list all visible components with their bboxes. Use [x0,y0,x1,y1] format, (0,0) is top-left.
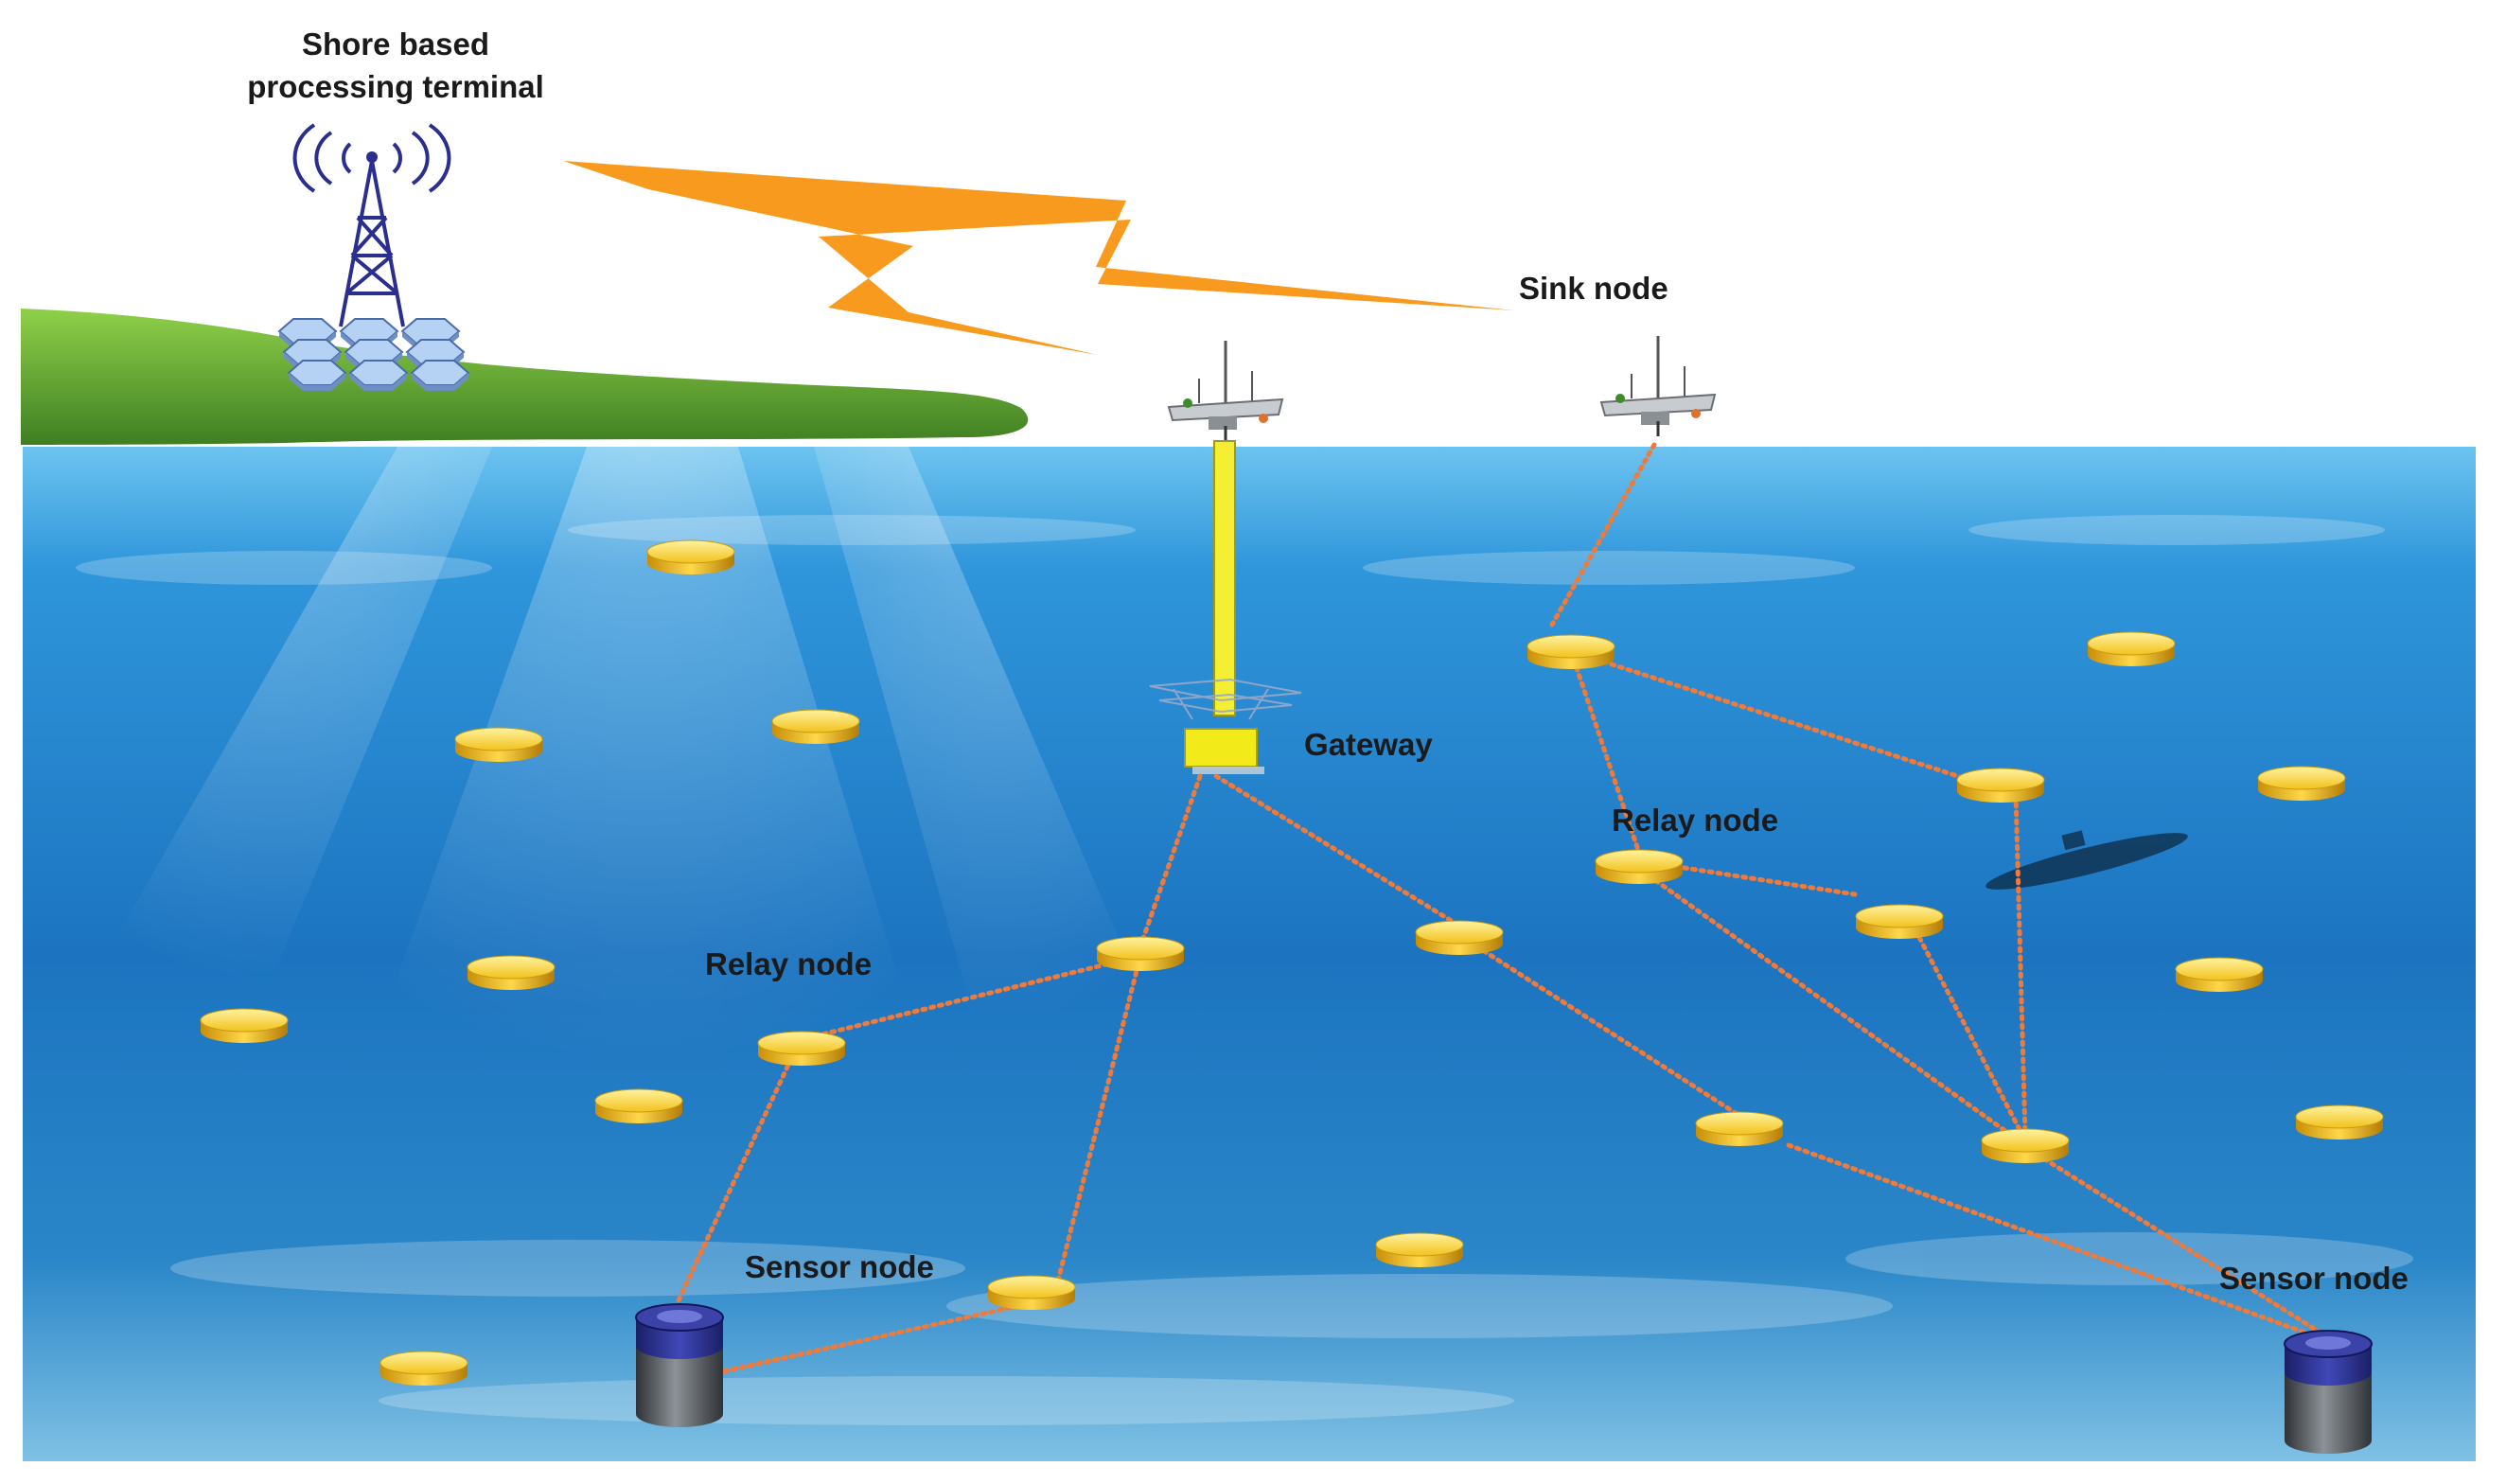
sink-node-buoy [1599,334,1717,438]
relay-node-icon [1527,634,1615,670]
antenna-tower-icon [292,123,451,327]
acoustic-links [671,442,2326,1375]
relay-node-icon [2257,766,2346,802]
relay-node-icon [2087,631,2176,667]
sensor-node-label-right: Sensor node [2219,1261,2409,1296]
sensor-node-icon [2284,1330,2373,1455]
shore-label-line2: processing terminal [247,69,544,104]
shore-label-line1: Shore based [302,26,489,62]
relay-node-icon [1096,936,1185,972]
relay-node-icon [379,1351,468,1387]
relay-node-icon [1956,768,2045,804]
gateway-box-icon [1184,728,1258,768]
relay-node-icon [1595,849,1684,885]
sensor-node-icon [635,1303,724,1428]
relay-node-icon [200,1008,289,1044]
sink-node-label: Sink node [1519,271,1668,306]
relay-node-icon [2295,1104,2384,1140]
gateway-mast [1213,440,1236,716]
tower-top [366,151,378,163]
relay-node-icon [1415,920,1504,956]
relay-node-icon [594,1088,683,1124]
link-gateway-relay-2 [1213,773,1465,930]
gateway-antenna-icon [1149,678,1302,720]
sensor-node-label-left: Sensor node [745,1249,934,1284]
relay-node-icon [757,1031,846,1067]
gateway-buoy [1149,339,1302,774]
submarine-icon [1985,830,2188,890]
relay-node-icon [1855,904,1944,940]
relay-node-icon [2175,957,2264,993]
gateway-label: Gateway [1304,727,1433,762]
relay-node-icon [987,1275,1076,1311]
link-sink-relay [1549,442,1657,627]
link-gateway-relay [1138,773,1203,949]
lightning-bolt-icon [563,161,1514,355]
relay-node-label-left: Relay node [705,946,872,981]
relay-node-icon [467,955,556,991]
relay-node-icon [454,727,543,763]
relay-node-icon [1695,1111,1784,1147]
relay-node-icon [1375,1232,1464,1268]
relay-node-label-right: Relay node [1612,803,1778,838]
relay-node-icon [771,709,860,745]
relay-node-icon [646,539,735,575]
shore-land [21,309,1029,445]
relay-node-icon [1981,1128,2070,1164]
solar-panel-icon [278,318,469,392]
